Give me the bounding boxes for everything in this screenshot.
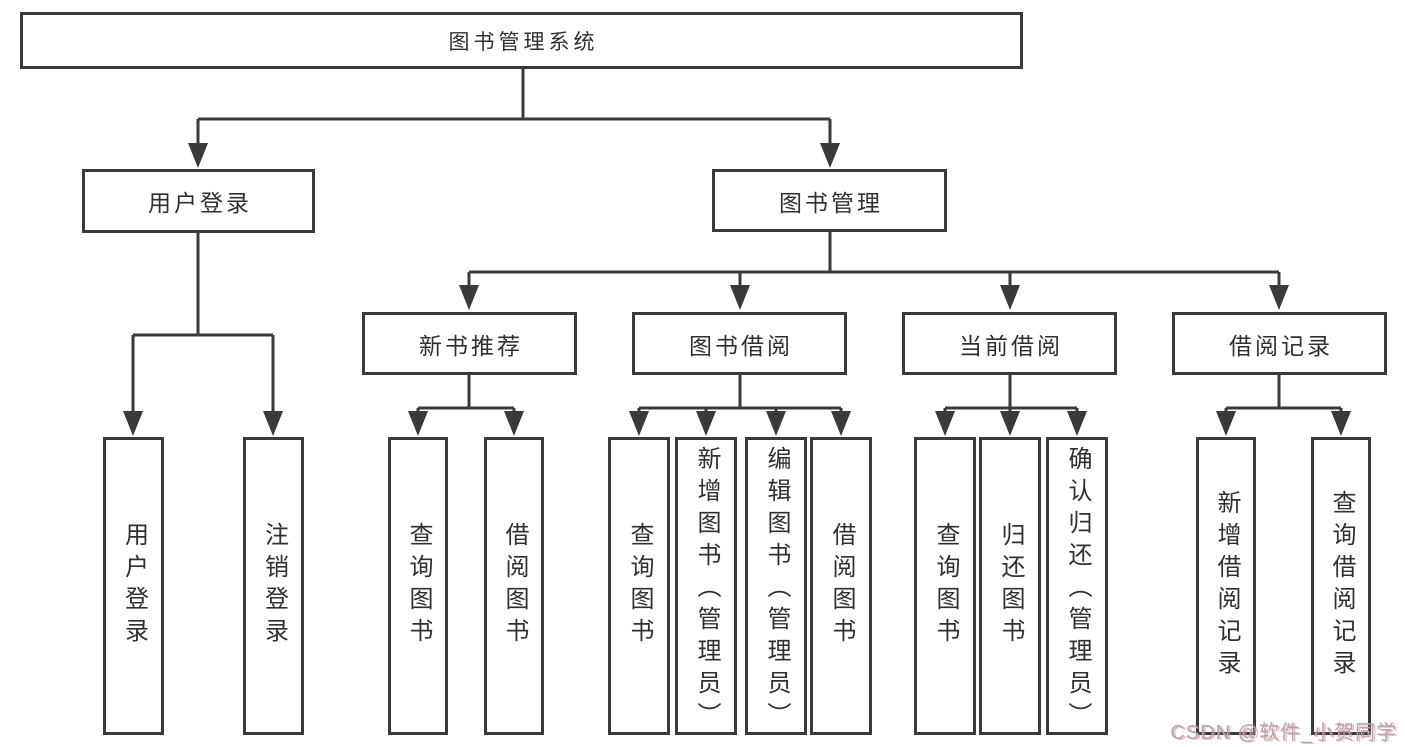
- leaf-add-books-admin: 新增图书（管理员）: [675, 437, 737, 735]
- leaf-search-books-current: 查询图书: [914, 437, 976, 735]
- leaf-borrow-books-recommend: 借阅图书: [484, 437, 544, 735]
- node-book-management: 图书管理: [712, 169, 947, 232]
- node-library-management-system: 图书管理系统: [20, 12, 1023, 69]
- leaf-edit-books-admin: 编辑图书（管理员）: [745, 437, 807, 735]
- arrowheads: [123, 143, 1351, 436]
- leaf-user-login: 用户登录: [103, 437, 164, 735]
- node-current-borrowing: 当前借阅: [902, 312, 1117, 375]
- leaf-search-borrow-record: 查询借阅记录: [1311, 437, 1371, 735]
- leaf-search-books-borrowing: 查询图书: [608, 437, 670, 735]
- node-user-login: 用户登录: [82, 169, 315, 233]
- leaf-confirm-return-admin: 确认归还（管理员）: [1046, 437, 1108, 735]
- leaf-return-books: 归还图书: [979, 437, 1041, 735]
- leaf-logout-login: 注销登录: [243, 437, 304, 735]
- node-book-borrowing: 图书借阅: [632, 312, 847, 375]
- node-new-book-recommend: 新书推荐: [362, 312, 577, 375]
- leaf-add-borrow-record: 新增借阅记录: [1196, 437, 1256, 735]
- watermark: CSDN @软件_小贺同学: [1170, 722, 1397, 744]
- leaf-borrow-books: 借阅图书: [810, 437, 872, 735]
- leaf-search-books-recommend: 查询图书: [388, 437, 448, 735]
- node-borrowing-records: 借阅记录: [1172, 312, 1387, 375]
